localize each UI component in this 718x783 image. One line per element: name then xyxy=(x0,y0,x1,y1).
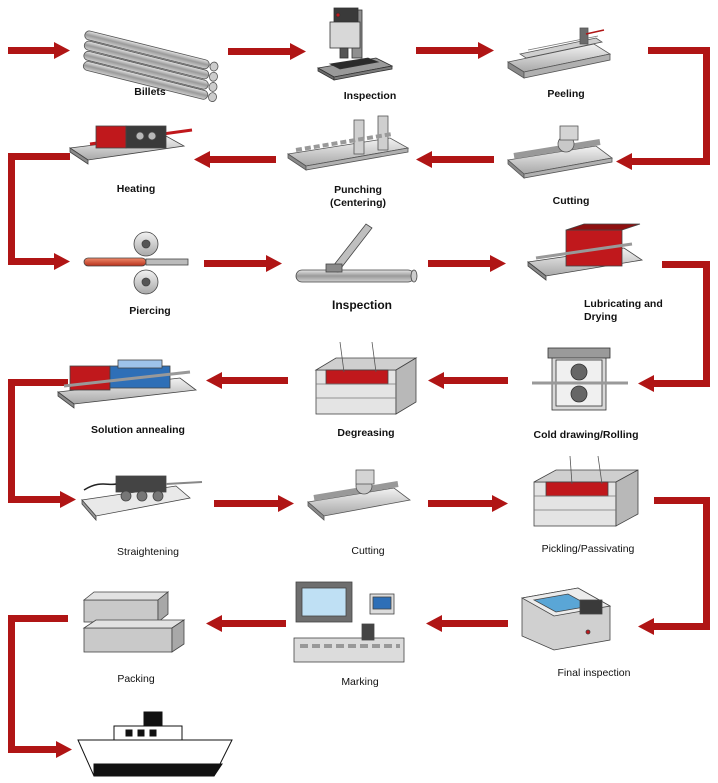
flow-arrow xyxy=(204,255,282,272)
flow-arrow xyxy=(428,372,508,389)
heating-furnace-icon xyxy=(68,125,193,165)
inspection-monitor-icon xyxy=(520,587,612,651)
step-label-billets: Billets xyxy=(134,86,166,98)
rolling-mill-icon xyxy=(532,347,628,411)
annealing-furnace-icon xyxy=(56,359,198,409)
peeling-machine-icon xyxy=(506,27,612,79)
flow-connector xyxy=(638,497,710,635)
step-label-solution-annealing: Solution annealing xyxy=(91,424,185,436)
punching-machine-icon xyxy=(286,115,410,171)
tube-inspection-icon xyxy=(295,223,418,283)
step-label-straightening: Straightening xyxy=(117,546,179,558)
flow-connector xyxy=(8,615,72,758)
flow-connector xyxy=(638,261,710,392)
flow-arrow xyxy=(194,151,276,168)
step-label-cold-drawing: Cold drawing/Rolling xyxy=(533,429,639,441)
step-label-heating: Heating xyxy=(116,183,156,195)
flow-arrow xyxy=(8,42,70,59)
step-label-punching: Punching (Centering) xyxy=(330,184,386,209)
vertical-press-icon xyxy=(316,7,394,81)
step-label-marking: Marking xyxy=(341,676,379,688)
flow-arrow xyxy=(228,43,306,60)
flow-arrow xyxy=(426,615,508,632)
degreasing-tank-icon xyxy=(314,341,418,415)
step-label-final-inspection: Final inspection xyxy=(557,667,631,679)
flow-connector xyxy=(8,153,70,270)
step-label-peeling: Peeling xyxy=(547,88,585,100)
pickling-tank-icon xyxy=(533,455,639,527)
flow-arrow xyxy=(416,42,494,59)
step-label-packing: Packing xyxy=(117,673,155,685)
saw-cutting-icon xyxy=(307,469,411,521)
piercing-rolls-icon xyxy=(83,231,189,295)
saw-cutting-icon xyxy=(507,125,613,179)
step-label-inspection: Inspection xyxy=(343,90,397,102)
step-label-degreasing: Degreasing xyxy=(337,427,395,439)
step-label-cutting: Cutting xyxy=(351,545,385,557)
step-label-inspection: Inspection xyxy=(331,298,392,312)
step-label-pickling: Pickling/Passivating xyxy=(541,543,635,555)
lubricating-tank-icon xyxy=(527,223,644,281)
step-label-lubricating: Lubricating and Drying xyxy=(584,298,663,323)
billets-icon xyxy=(82,30,219,102)
flow-arrow xyxy=(428,255,506,272)
ship-icon xyxy=(77,711,233,777)
step-label-piercing: Piercing xyxy=(129,305,171,317)
straightening-machine-icon xyxy=(81,475,203,522)
flow-connector xyxy=(8,379,76,508)
flow-arrow xyxy=(206,615,286,632)
flow-connector xyxy=(616,47,710,170)
marking-machine-icon xyxy=(293,581,405,663)
step-label-cutting: Cutting xyxy=(552,195,590,207)
flow-arrow xyxy=(416,151,494,168)
flow-arrow xyxy=(428,495,508,512)
packing-boxes-icon xyxy=(82,591,186,653)
flow-arrow xyxy=(214,495,294,512)
flow-arrow xyxy=(206,372,288,389)
